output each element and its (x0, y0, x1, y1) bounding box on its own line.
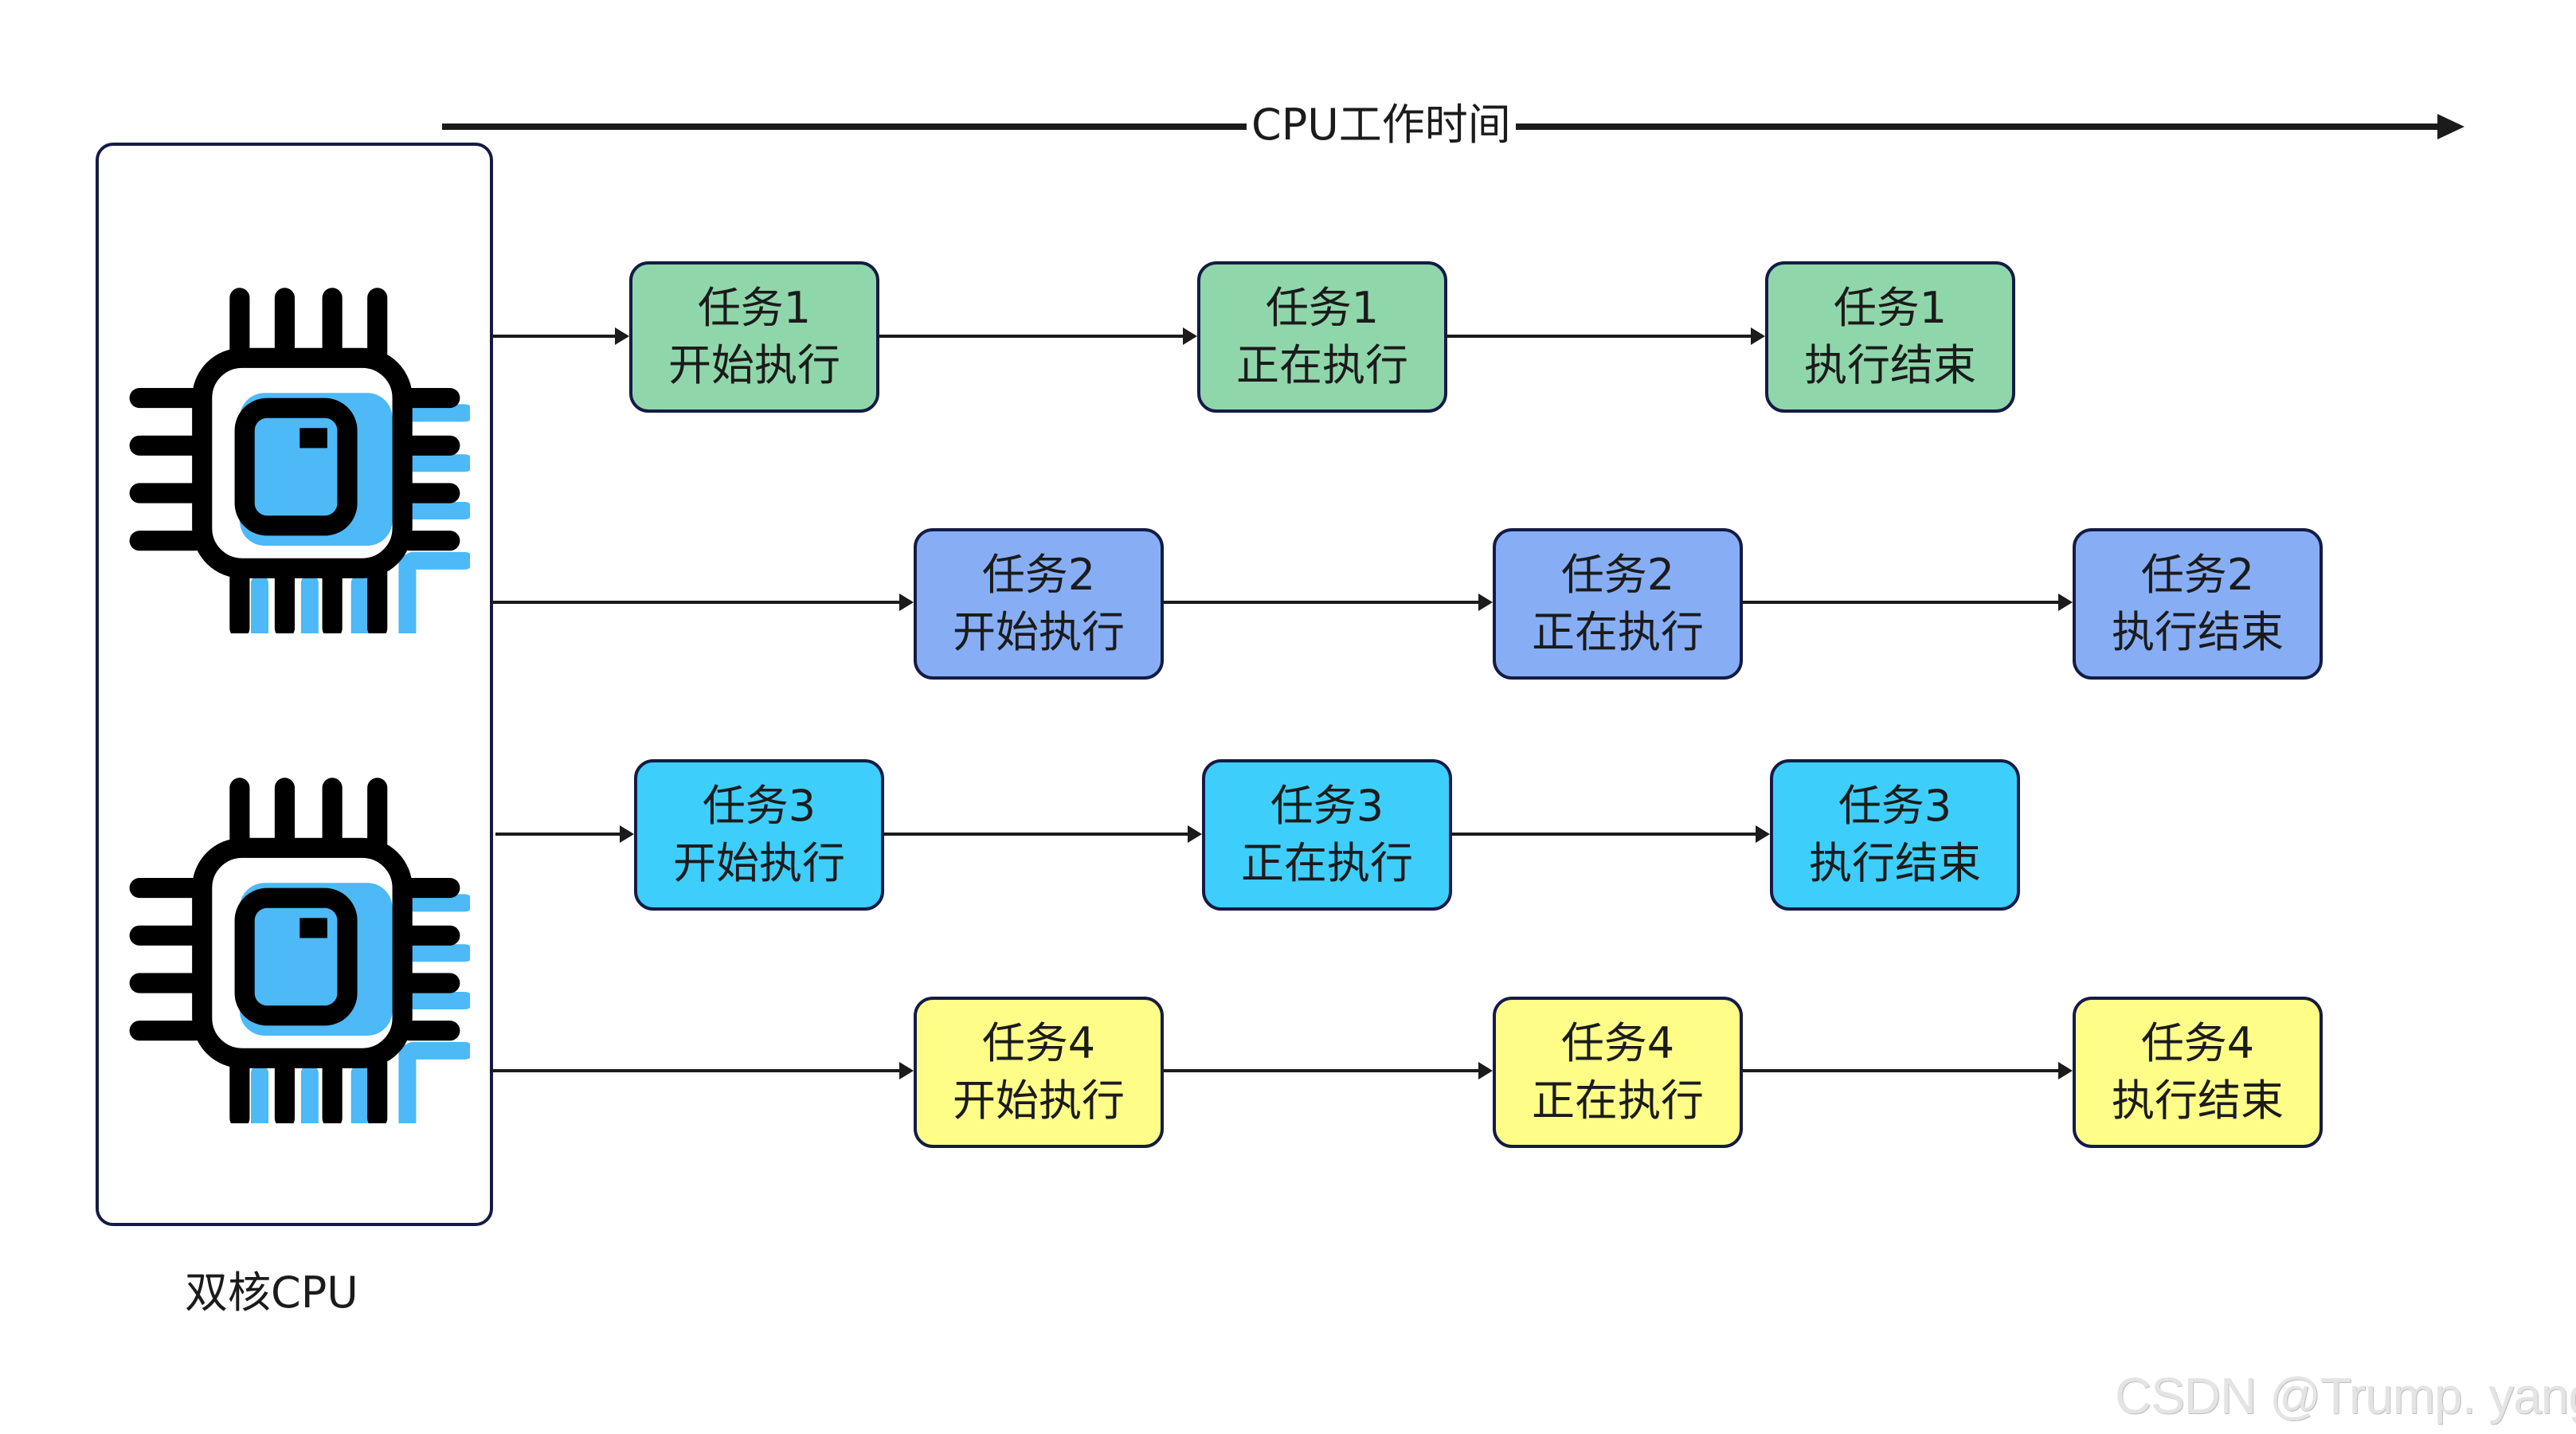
task-title: 任务2 (1560, 550, 1675, 600)
timeline-arrow-head-icon (2437, 114, 2464, 139)
task-3-finished-node: 任务3 执行结束 (1770, 759, 2020, 911)
connector-line (1164, 1069, 1481, 1072)
cpu-chip-outline (129, 288, 460, 633)
task-status: 执行结束 (1804, 340, 1976, 390)
connector-line (495, 833, 623, 836)
task-title: 任务3 (1270, 781, 1384, 831)
arrow-head-icon (1756, 825, 1770, 843)
timeline-label: CPU工作时间 (1247, 97, 1516, 153)
arrow-head-icon (1751, 327, 1765, 345)
cpu-chip-marker (299, 918, 327, 938)
task-2-start-node: 任务2 开始执行 (914, 528, 1164, 680)
cpu-chip-marker (299, 428, 327, 449)
task-1-start-node: 任务1 开始执行 (629, 261, 879, 413)
task-4-start-node: 任务4 开始执行 (914, 997, 1164, 1148)
cpu-label: 双核CPU (185, 1267, 358, 1318)
task-title: 任务2 (981, 550, 1096, 600)
cpu-chip-icon (129, 288, 470, 633)
task-status: 开始执行 (953, 1076, 1125, 1126)
task-title: 任务4 (1560, 1018, 1675, 1068)
cpu-chip-icon (129, 778, 470, 1123)
task-title: 任务1 (1265, 283, 1380, 333)
arrow-head-icon (1478, 1062, 1493, 1079)
task-title: 任务1 (1833, 283, 1948, 333)
task-title: 任务3 (702, 781, 816, 831)
task-4-running-node: 任务4 正在执行 (1493, 997, 1743, 1148)
task-status: 正在执行 (1532, 1076, 1704, 1126)
connector-line (490, 1069, 901, 1072)
task-3-running-node: 任务3 正在执行 (1202, 759, 1452, 911)
connector-line (1743, 601, 2060, 604)
task-title: 任务4 (2140, 1018, 2255, 1068)
arrow-head-icon (615, 327, 629, 345)
task-status: 开始执行 (668, 340, 840, 390)
task-title: 任务1 (697, 283, 812, 333)
task-1-running-node: 任务1 正在执行 (1197, 261, 1447, 413)
task-status: 执行结束 (1809, 838, 1981, 888)
cpu-chip-outline (129, 778, 460, 1123)
task-2-running-node: 任务2 正在执行 (1493, 528, 1743, 680)
task-status: 正在执行 (1241, 838, 1413, 888)
task-title: 任务4 (981, 1018, 1096, 1068)
connector-line (1452, 833, 1756, 836)
task-status: 开始执行 (953, 607, 1125, 657)
arrow-head-icon (1183, 327, 1197, 345)
arrow-head-icon (2058, 594, 2073, 611)
connector-line (1164, 601, 1481, 604)
connector-line (1447, 335, 1752, 338)
arrow-head-icon (2058, 1062, 2073, 1079)
connector-line (490, 335, 617, 338)
task-title: 任务2 (2140, 550, 2255, 600)
watermark: CSDN @Trump. yang (2115, 1367, 2576, 1424)
task-status: 正在执行 (1236, 340, 1408, 390)
arrow-head-icon (899, 594, 914, 611)
task-3-start-node: 任务3 开始执行 (634, 759, 884, 911)
task-status: 正在执行 (1532, 607, 1704, 657)
arrow-head-icon (620, 825, 634, 843)
task-1-finished-node: 任务1 执行结束 (1765, 261, 2015, 413)
task-4-finished-node: 任务4 执行结束 (2073, 997, 2323, 1148)
task-status: 执行结束 (2112, 1076, 2284, 1126)
task-title: 任务3 (1838, 781, 1952, 831)
connector-line (884, 833, 1188, 836)
connector-line (490, 601, 901, 604)
task-2-finished-node: 任务2 执行结束 (2073, 528, 2323, 680)
task-status: 执行结束 (2112, 607, 2284, 657)
arrow-head-icon (899, 1062, 914, 1079)
task-status: 开始执行 (673, 838, 845, 888)
connector-line (879, 335, 1184, 338)
arrow-head-icon (1188, 825, 1202, 843)
arrow-head-icon (1478, 594, 1493, 611)
connector-line (1743, 1069, 2060, 1072)
